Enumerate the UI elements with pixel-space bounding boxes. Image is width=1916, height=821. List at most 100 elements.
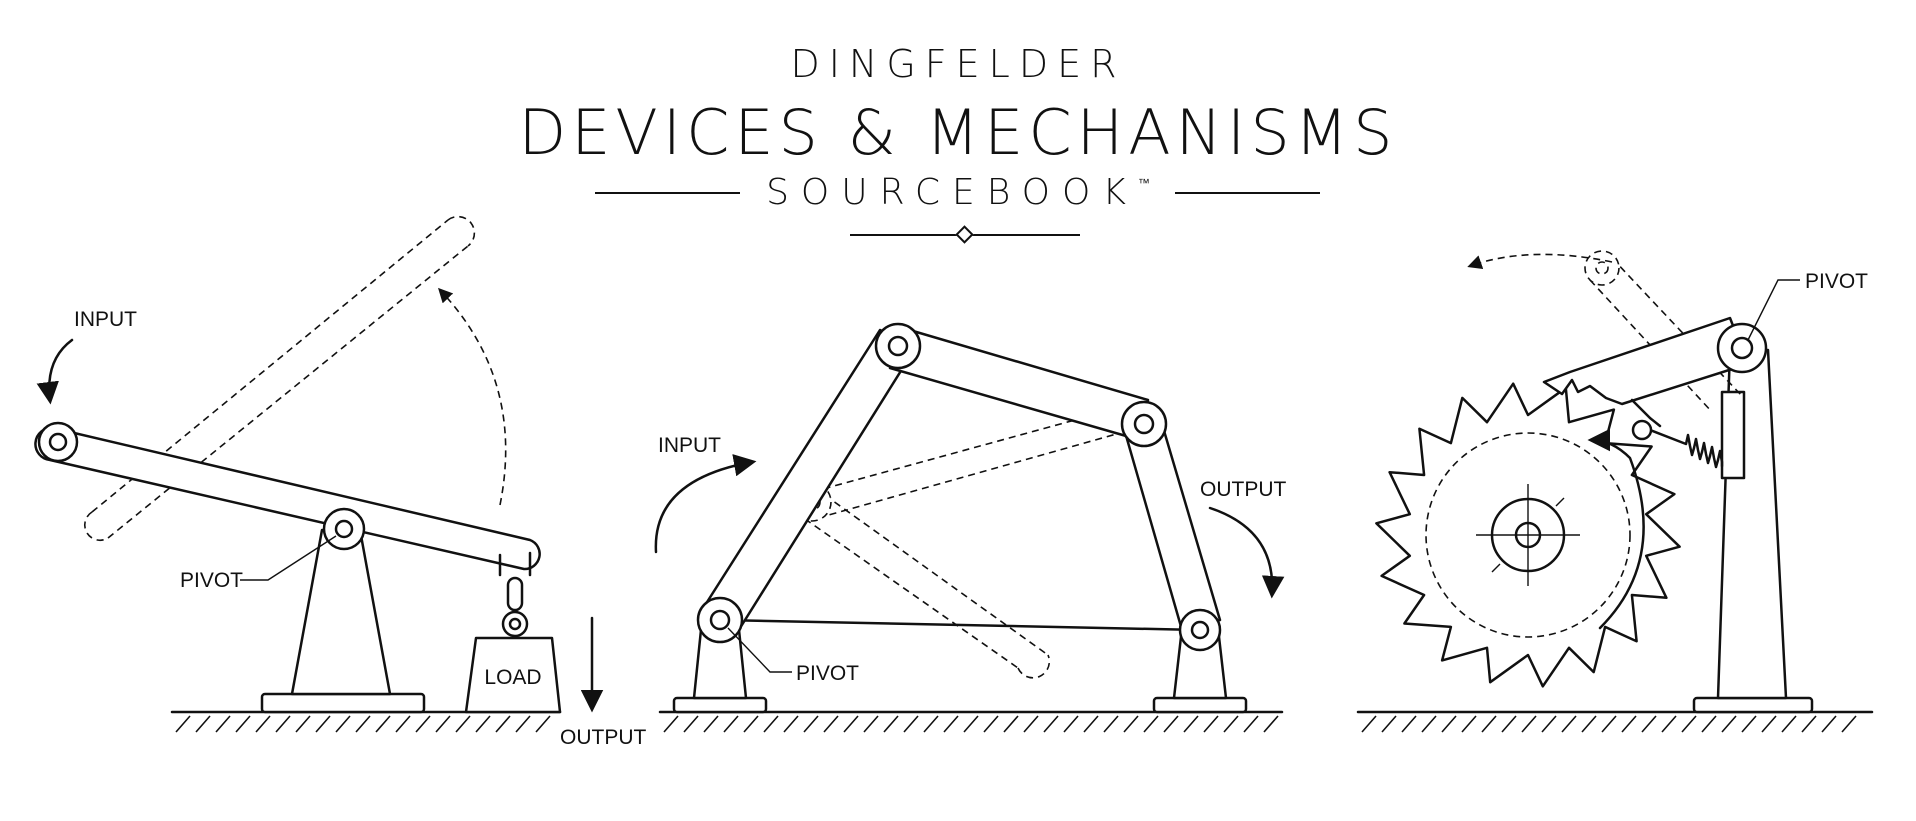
ground-hatch-mark [335,715,351,733]
lever-pivot-label: PIVOT [180,569,243,592]
ratchet-spring [1648,428,1724,469]
book-subtitle: SOURCEBOOK™ [0,172,1916,213]
lever-output-label: OUTPUT [560,726,647,749]
ground-hatch-mark [1581,715,1597,733]
lever-pivot-leader [240,535,337,581]
lever-input-eye-hole [48,432,68,452]
ground-hatch-mark [983,715,999,733]
linkage-pivot-leader [727,627,792,673]
ratchet-centerlines [1476,484,1580,586]
ground-hatch-mark [1163,715,1179,733]
ground-hatch-mark [1761,715,1777,733]
ground-hatch-mark [723,715,739,733]
ground-hatch-mark [1243,715,1259,733]
linkage-output-label: OUTPUT [1200,478,1287,501]
ratchet-rotation-arrow [1587,428,1645,630]
lever-base-plate [260,692,426,714]
sourcebook-header: DINGFELDER DEVICES & MECHANISMS SOURCEBO… [0,0,1916,250]
ratchet-pivot-leader [1747,279,1800,341]
ground-hatch-mark [1841,715,1857,733]
ratchet-pawl-swing-arrow [1467,253,1613,269]
ground-hatch-mark [883,715,899,733]
lever-diagram: LOAD INPUT PIVOT OUTPUT [34,215,647,749]
ground-hatch-mark [703,715,719,733]
linkage-top-joint-pin [887,335,909,357]
linkage-coupler-link [888,324,1150,442]
ground-hatch-mark [1481,715,1497,733]
linkage-input-arrow [654,454,757,554]
ground-hatch-mark [923,715,939,733]
linkage-right-base-plate [1152,696,1248,714]
ground-hatch-mark [863,715,879,733]
ground-hatch-mark [1063,715,1079,733]
ground-hatch-mark [1641,715,1657,733]
ground-hatch-mark [1681,715,1697,733]
ground-hatch-mark [1381,715,1397,733]
ratchet-stand-base [1692,696,1814,714]
ratchet-rotation-guide [1425,432,1631,638]
lever-input-label: INPUT [74,308,137,331]
ground-hatch-mark [1103,715,1119,733]
ground-hatch-mark [783,715,799,733]
ground-hatch-mark [1601,715,1617,733]
linkage-input-label: INPUT [658,434,721,457]
linkage-ground-link [720,618,1202,632]
linkage-output-arrow [1208,506,1285,599]
ground-hatch-mark [1441,715,1457,733]
linkage-diagram: INPUT OUTPUT PIVOT [654,322,1287,733]
ground-hatch-mark [275,715,291,733]
ground-hatch-mark [1561,715,1577,733]
ground-hatch-mark [455,715,471,733]
ground-hatch-mark [1781,715,1797,733]
ground-hatch-mark [255,715,271,733]
ground-hatch-mark [1501,715,1517,733]
ground-hatch-mark [803,715,819,733]
ground-hatch-mark [1143,715,1159,733]
linkage-input-link [700,328,916,630]
linkage-right-joint-pin [1133,413,1155,435]
ground-hatch-mark [763,715,779,733]
ground-hatch-mark [1801,715,1817,733]
publisher-name: DINGFELDER [790,42,1126,86]
lever-chain-link-1 [506,576,524,612]
ground-hatch-mark [823,715,839,733]
ground-hatch-mark [1183,715,1199,733]
ratchet-spring-hook [1631,419,1653,441]
ground-hatch-mark [1203,715,1219,733]
ground-hatch-mark [1541,715,1557,733]
ground-hatch-mark [1621,715,1637,733]
lever-beam [34,426,541,571]
linkage-output-link [1123,422,1222,632]
lever-chain-ring-hole [508,617,522,631]
ground-hatch-mark [375,715,391,733]
trademark-symbol: ™ [1137,176,1150,190]
ground-hatch-mark [395,715,411,733]
ground-hatch-mark [1661,715,1677,733]
ratchet-pawl [1542,316,1750,406]
ground-hatch-mark [415,715,431,733]
ground-hatch-mark [515,715,531,733]
subtitle-rule-left [595,192,740,194]
ground-hatch-mark [1223,715,1239,733]
ground-hatch-mark [1401,715,1417,733]
ground-hatch-mark [683,715,699,733]
ground-hatch-mark [903,715,919,733]
ground-hatch-mark [475,715,491,733]
ground-hatch-mark [1361,715,1377,733]
lever-hook [498,551,532,577]
ratchet-pivot-pin [1730,336,1754,360]
ground-hatch-mark [195,715,211,733]
lever-swing-arc [438,287,507,506]
ground-hatch-mark [663,715,679,733]
subtitle-rule-right [1175,192,1320,194]
ratchet-ground-hatching [1361,715,1857,733]
book-title: DEVICES & MECHANISMS [518,96,1398,169]
ground-hatch-mark [943,715,959,733]
ground-hatch-mark [1741,715,1757,733]
ground-hatch-mark [1083,715,1099,733]
ground-hatch-mark [1023,715,1039,733]
ground-hatch-mark [315,715,331,733]
ground-hatch-mark [295,715,311,733]
ground-hatch-mark [175,715,191,733]
subtitle-text: SOURCEBOOK [766,172,1138,213]
